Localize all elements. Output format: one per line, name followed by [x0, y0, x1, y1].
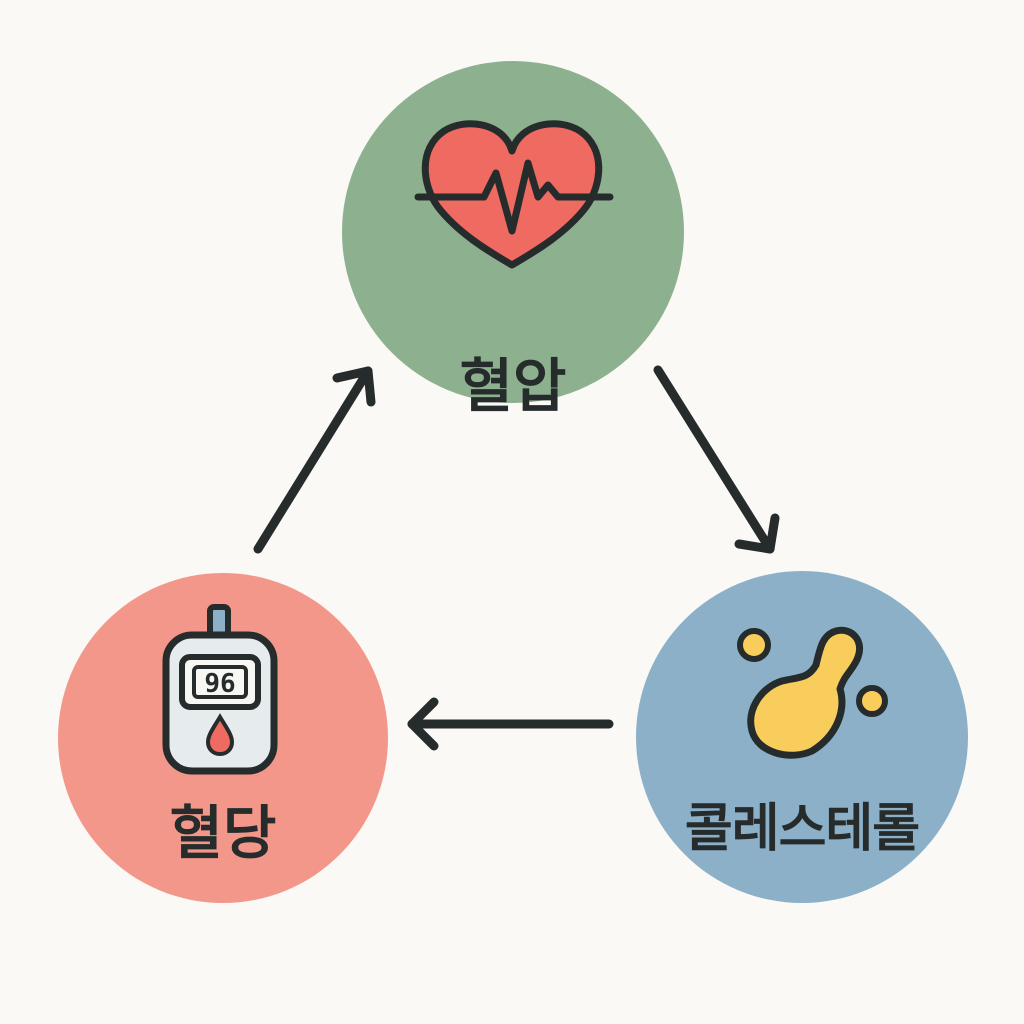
cholesterol-blob-icon	[737, 626, 888, 759]
arrow-bp-to-cholesterol	[653, 365, 780, 554]
arrow-glucose-to-bp	[253, 366, 376, 554]
node-label: 콜레스테롤	[684, 799, 920, 859]
node-label: 혈당	[169, 799, 277, 867]
arrow-cholesterol-to-glucose	[407, 697, 614, 751]
node-cholesterol: 콜레스테롤	[636, 571, 968, 903]
node-blood-pressure: 혈압	[342, 61, 684, 420]
node-label: 혈압	[459, 352, 567, 420]
node-blood-glucose: 96 혈당	[58, 573, 388, 903]
heart-pulse-icon	[414, 120, 614, 269]
glucose-meter-icon: 96	[162, 604, 278, 775]
meter-reading: 96	[204, 669, 235, 699]
